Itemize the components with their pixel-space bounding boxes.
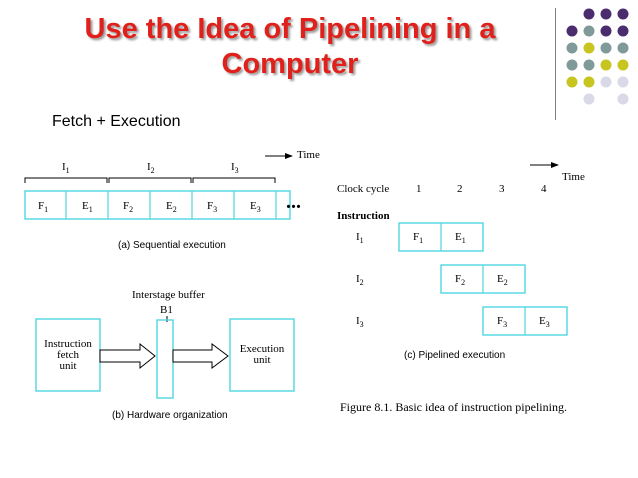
caption-b: (b) Hardware organization: [112, 410, 228, 421]
arrow-fetch-to-buffer: [99, 342, 156, 370]
decorative-dot: [600, 25, 612, 37]
decorative-dot: [583, 8, 595, 20]
arrow-buffer-to-execution: [172, 343, 229, 369]
slide-subtitle: Fetch + Execution: [52, 113, 181, 130]
instruction-label-i3: I3: [231, 161, 239, 175]
decorative-dot: [600, 59, 612, 71]
cycle-2: 2: [457, 183, 463, 195]
interstage-buffer-box: [156, 319, 174, 399]
figure-caption: Figure 8.1. Basic idea of instruction pi…: [340, 400, 567, 414]
decorative-dot: [600, 42, 612, 54]
instruction-label-i2: I2: [147, 161, 155, 175]
decorative-dot: [600, 76, 612, 88]
pipelined-execution-diagram: Time Clock cycle 1 2 3 4 Instruction I1 …: [337, 162, 585, 361]
cell-f3: F3: [207, 200, 217, 214]
caption-a: (a) Sequential execution: [118, 240, 226, 251]
decorative-dot: [566, 59, 578, 71]
decorative-dot: [583, 59, 595, 71]
row-label-i1: I1: [356, 231, 364, 245]
sequential-bar: [24, 190, 291, 220]
execution-unit-box: [229, 318, 295, 392]
p-cell-e3: E3: [539, 315, 550, 329]
cell-f1: F1: [38, 200, 48, 214]
row-label-i3: I3: [356, 315, 364, 329]
p-cell-f2: F2: [455, 273, 465, 287]
slide-title-line-1: Use the Idea of Pipelining in a: [84, 13, 496, 45]
cycle-1: 1: [416, 183, 422, 195]
slide-title-line-2: Computer: [221, 48, 359, 80]
instruction-label-i1: I1: [62, 161, 70, 175]
decorative-dot: [566, 25, 578, 37]
decorative-dot: [583, 76, 595, 88]
p-cell-e2: E2: [497, 273, 508, 287]
execution-unit-line-1: Execution: [240, 343, 285, 355]
brace-i2: [108, 177, 192, 183]
brace-i1: [24, 177, 108, 183]
slide-title: Use the Idea of Pipelining in a Computer: [30, 12, 550, 82]
decorative-dot: [566, 76, 578, 88]
cell-e1: E1: [82, 200, 93, 214]
divider-line: [555, 8, 556, 120]
brace-i3: [192, 177, 276, 183]
decorative-dot: [583, 93, 595, 105]
cycle-4: 4: [541, 183, 547, 195]
p-cell-f3: F3: [497, 315, 507, 329]
p-cell-f1: F1: [413, 231, 423, 245]
execution-unit-line-2: unit: [253, 354, 270, 366]
fetch-unit-line-3: unit: [59, 360, 76, 372]
decorative-dot: [583, 25, 595, 37]
cycle-3: 3: [499, 183, 505, 195]
decorative-dot: [617, 42, 629, 54]
ellipsis: ...: [286, 191, 301, 213]
decorative-dot: [617, 8, 629, 20]
caption-c: (c) Pipelined execution: [404, 350, 505, 361]
decorative-dot: [617, 76, 629, 88]
buffer-name-label: B1: [160, 304, 173, 316]
fetch-unit-line-2: fetch: [57, 349, 79, 361]
cell-f2: F2: [123, 200, 133, 214]
decorative-dot: [600, 8, 612, 20]
clock-cycle-label: Clock cycle: [337, 183, 389, 195]
fetch-unit-line-1: Instruction: [44, 338, 92, 350]
cell-e3: E3: [250, 200, 261, 214]
decorative-dot: [566, 42, 578, 54]
interstage-buffer-label: Interstage buffer: [132, 289, 205, 301]
cell-e2: E2: [166, 200, 177, 214]
p-cell-e1: E1: [455, 231, 466, 245]
decorative-dot: [617, 25, 629, 37]
row-label-i2: I2: [356, 273, 364, 287]
decorative-dot: [617, 59, 629, 71]
time-label-c: Time: [562, 171, 585, 183]
decorative-dot: [617, 93, 629, 105]
instruction-header: Instruction: [337, 210, 390, 222]
decorative-dot: [583, 42, 595, 54]
time-label-a: Time: [297, 149, 320, 161]
hardware-organization-diagram: Interstage buffer B1 Instruction fetch u…: [35, 289, 295, 421]
sequential-execution-diagram: Time I1 I2 I3 F1 E1 F2 E2 F3 E3 ... (a) …: [24, 149, 320, 251]
